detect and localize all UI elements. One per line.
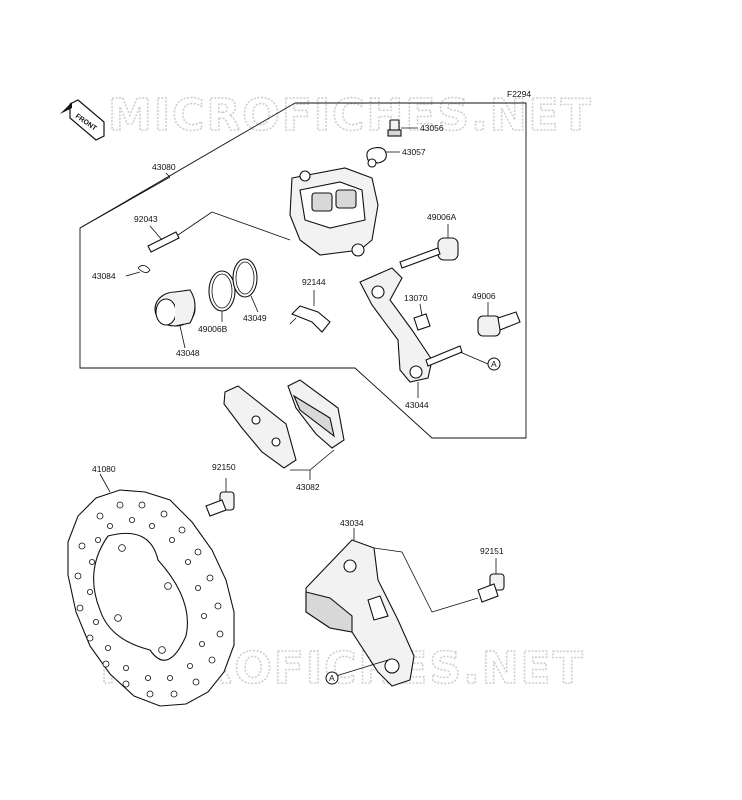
slide-pin-boot — [477, 302, 521, 337]
front-arrow-icon: FRONT — [60, 99, 105, 141]
pad-spring — [289, 290, 331, 333]
reference-a-marker-bottom — [325, 671, 339, 685]
bleeder-valve — [387, 119, 418, 137]
label-13070: 13070 — [404, 293, 428, 303]
dust-seal — [232, 258, 259, 313]
label-49006: 49006 — [472, 291, 496, 301]
caliper-body — [289, 167, 379, 257]
reference-a-marker-top — [487, 357, 501, 371]
label-43049: 43049 — [243, 313, 267, 323]
disc-bolt — [205, 478, 235, 517]
brake-pad-left — [223, 385, 297, 469]
label-92043: 92043 — [134, 214, 158, 224]
label-49006A: 49006A — [427, 212, 457, 222]
bracket-bolt — [431, 558, 505, 613]
label-43056: 43056 — [420, 123, 444, 133]
reference-a-label-top: A — [491, 359, 497, 369]
label-43080: 43080 — [152, 162, 176, 172]
piston-seal — [208, 270, 236, 322]
pad-pin — [147, 211, 291, 253]
label-92150: 92150 — [212, 462, 236, 472]
reference-a-label-bottom: A — [329, 673, 335, 683]
label-43084: 43084 — [92, 271, 116, 281]
disc-holes — [74, 501, 224, 698]
clip — [125, 265, 151, 277]
label-43048: 43048 — [176, 348, 200, 358]
label-92144: 92144 — [302, 277, 326, 287]
caliper-bracket — [359, 247, 463, 398]
bleeder-cap — [366, 147, 400, 168]
slide-boot — [437, 224, 459, 261]
caliper-mount-bracket — [305, 528, 433, 687]
label-43044: 43044 — [405, 400, 429, 410]
label-43034: 43034 — [340, 518, 364, 528]
piston — [154, 289, 196, 349]
brake-pad-right — [287, 379, 345, 449]
label-92151: 92151 — [480, 546, 504, 556]
watermark-top: MICROFICHES.NET — [108, 90, 593, 141]
label-43082: 43082 — [296, 482, 320, 492]
brake-disc — [67, 473, 235, 707]
assembly-frame — [79, 102, 527, 439]
label-43057: 43057 — [402, 147, 426, 157]
figure-code: F2294 — [507, 89, 531, 99]
label-49006B: 49006B — [198, 324, 228, 334]
label-41080: 41080 — [92, 464, 116, 474]
retainer-clip — [413, 303, 431, 331]
